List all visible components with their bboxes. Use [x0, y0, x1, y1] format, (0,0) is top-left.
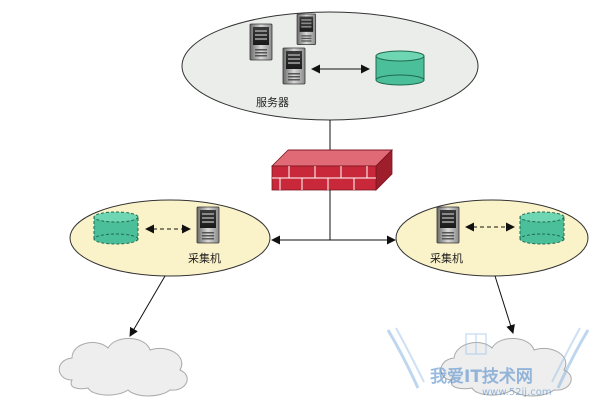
- watermark-logo: [386, 327, 590, 389]
- database-icon: [519, 211, 565, 245]
- watermark-title: 我爱IT技术网: [430, 366, 533, 387]
- cloud-icon: [440, 338, 572, 397]
- watermark-url: www.52ij.com: [482, 387, 552, 398]
- server-icon: [196, 206, 220, 244]
- server-icon: [296, 13, 317, 46]
- server-icon: [436, 206, 460, 244]
- server-zone: [181, 11, 479, 121]
- server-icon: [282, 47, 306, 85]
- database-icon: [375, 50, 425, 86]
- collector-right-label: 采集机: [430, 251, 463, 265]
- server-icon: [249, 23, 273, 61]
- database-icon: [93, 211, 139, 245]
- collector-left-label: 采集机: [188, 251, 221, 265]
- server-zone-label: 服务器: [256, 96, 289, 109]
- cloud-icon: [58, 338, 188, 397]
- left-to-cloud-link: [129, 275, 166, 337]
- right-to-cloud-link: [494, 275, 515, 334]
- firewall-icon: [271, 149, 393, 191]
